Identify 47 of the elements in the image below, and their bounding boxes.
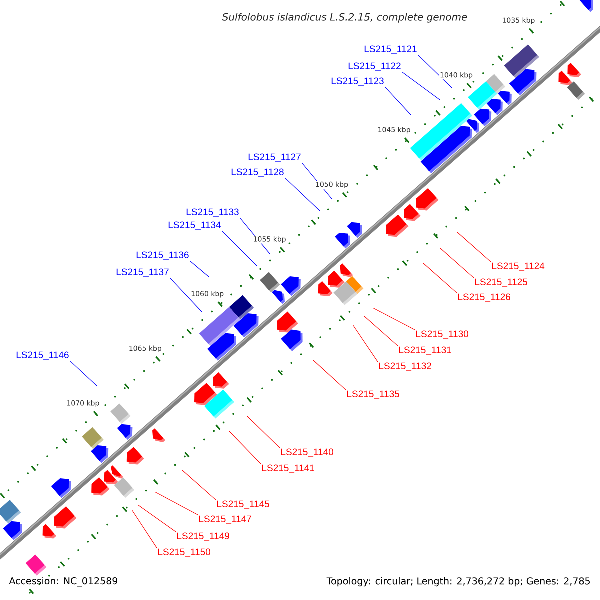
gene-label: LS215_1125 [476, 278, 528, 288]
gene-label: LS215_1141 [262, 464, 314, 474]
gene-label: LS215_1128 [232, 168, 284, 178]
leader-line [352, 324, 378, 362]
gene-label: LS215_1121 [364, 46, 417, 54]
leader-line [222, 230, 258, 266]
leader-line [364, 316, 398, 346]
gene-label: LS215_1133 [186, 208, 239, 218]
gene-label: LS215_1130 [416, 330, 468, 340]
leader-line [418, 54, 452, 88]
leader-line [402, 72, 440, 100]
gene-label: LS215_1132 [380, 362, 432, 372]
gene-label: LS215_1131 [400, 346, 452, 356]
title: Sulfolobus islandicus L.S.2.15, complete genome [222, 13, 468, 23]
gene-label: LS215_1137 [116, 268, 169, 278]
leader-line [182, 470, 216, 500]
leader-line [246, 416, 280, 448]
gene-label: LS215_1140 [281, 448, 334, 458]
leader-line [312, 360, 346, 390]
gene-label: LS215_1135 [348, 390, 400, 400]
leader-line [70, 360, 98, 386]
gene-label: LS215_1122 [348, 62, 401, 72]
leader-line [372, 308, 416, 330]
leader-line [228, 430, 262, 464]
leader-line [170, 278, 202, 312]
leader-line [154, 492, 198, 516]
genome-info-text: Topology: circular; Length: 2,736,272 bp; Genes: 2,785 [326, 577, 590, 587]
gene-label: LS215_1146 [16, 352, 69, 360]
accession-text: Accession: NC_012589 [9, 577, 118, 587]
gene-label: LS215_1126 [458, 294, 510, 302]
gene-label: LS215_1123 [332, 78, 384, 86]
leader-line [132, 510, 158, 548]
leader-line [440, 248, 474, 278]
leader-line [456, 232, 492, 262]
gene-label: LS215_1134 [168, 222, 221, 230]
gene-label: LS215_1127 [248, 154, 301, 162]
gene-label: LS215_1145 [217, 500, 270, 510]
gene-label: LS215_1124 [492, 262, 545, 272]
gene-label: LS215_1136 [136, 252, 189, 260]
leader-line [422, 262, 458, 294]
leader-line [384, 86, 412, 116]
leader-line [284, 178, 320, 212]
leader-line [190, 260, 210, 278]
gene-label: LS215_1149 [177, 532, 230, 542]
gene-label: LS215_1150 [158, 548, 210, 558]
leader-line [138, 504, 176, 532]
gene-label: LS215_1147 [199, 516, 252, 524]
